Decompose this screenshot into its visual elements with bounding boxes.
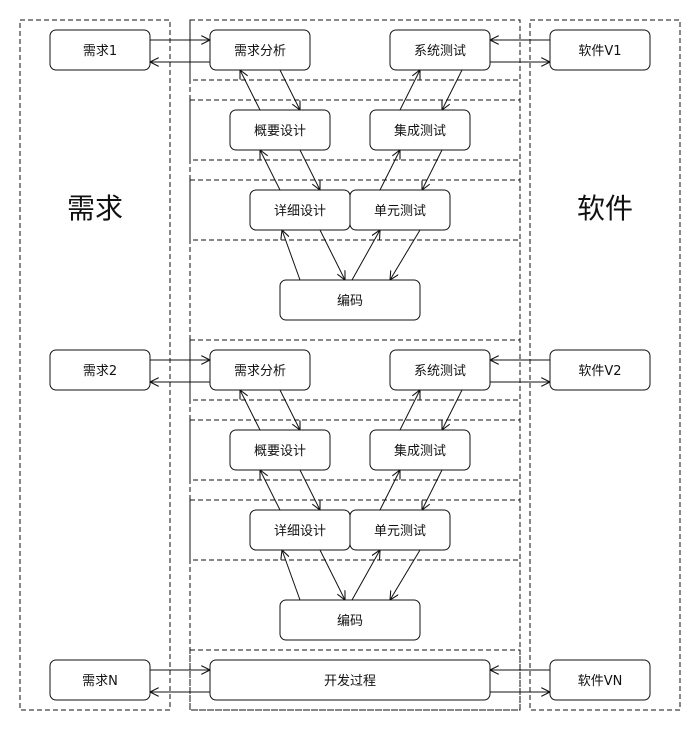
arrow-integration2-to-system2 — [399, 390, 420, 431]
band-2-middle — [189, 419, 521, 481]
svg-text:软件V1: 软件V1 — [578, 44, 621, 59]
node-overview-design-1[interactable]: 概要设计 — [229, 109, 331, 151]
band-3-top — [189, 179, 521, 241]
arrow-analysis-to-overview — [279, 69, 300, 110]
svg-text:软件VN: 软件VN — [578, 674, 623, 689]
arrow-overview-to-analysis — [240, 70, 261, 111]
node-software-vn[interactable]: 软件VN — [549, 659, 651, 701]
svg-text:编码: 编码 — [337, 294, 363, 309]
arrow-system-to-integration — [442, 69, 463, 110]
arrow-unit-to-coding — [390, 229, 421, 280]
arrow-overview2-to-detail2 — [299, 469, 320, 510]
svg-text:详细设计: 详细设计 — [274, 204, 326, 219]
svg-text:需求1: 需求1 — [83, 44, 117, 59]
arrow-detail-to-overview — [260, 150, 281, 191]
svg-text:概要设计: 概要设计 — [254, 444, 306, 459]
node-detail-design-1[interactable]: 详细设计 — [249, 189, 351, 231]
arrow-coding-to-detail — [282, 230, 301, 281]
requirements-title: 需求 — [67, 192, 123, 225]
svg-text:需求2: 需求2 — [83, 364, 117, 379]
band-2-top — [189, 99, 521, 161]
node-unit-test-2[interactable]: 单元测试 — [349, 509, 451, 551]
band-1-middle — [189, 339, 521, 401]
software-column — [529, 19, 681, 711]
node-req-1[interactable]: 需求1 — [49, 29, 151, 71]
arrow-coding2-to-unit2 — [351, 550, 380, 601]
svg-text:概要设计: 概要设计 — [254, 124, 306, 139]
arrow-system2-to-integration2 — [442, 389, 463, 430]
arrow-detail-to-coding — [319, 229, 345, 280]
node-coding-2[interactable]: 编码 — [279, 599, 421, 641]
arrow-detail2-to-overview2 — [260, 470, 281, 511]
arrow-analysis2-to-overview2 — [279, 389, 300, 430]
node-system-test-1[interactable]: 系统测试 — [389, 29, 491, 71]
arrow-coding-to-unit — [351, 230, 380, 281]
arrow-integration-to-system — [399, 70, 420, 111]
svg-text:开发过程: 开发过程 — [324, 673, 376, 689]
arrow-coding2-to-detail2 — [282, 550, 301, 601]
svg-text:需求分析: 需求分析 — [234, 44, 286, 59]
band-1-top — [189, 19, 521, 81]
node-software-v1[interactable]: 软件V1 — [549, 29, 651, 71]
arrow-integration-to-unit — [422, 149, 443, 190]
svg-text:系统测试: 系统测试 — [414, 364, 466, 379]
svg-text:需求分析: 需求分析 — [234, 364, 286, 379]
svg-text:系统测试: 系统测试 — [414, 44, 466, 59]
node-req-n[interactable]: 需求N — [49, 659, 151, 701]
band-3-middle — [189, 499, 521, 561]
svg-text:编码: 编码 — [337, 614, 363, 629]
node-system-test-2[interactable]: 系统测试 — [389, 349, 491, 391]
node-req-2[interactable]: 需求2 — [49, 349, 151, 391]
arrow-overview-to-detail — [299, 149, 320, 190]
arrow-overview2-to-analysis2 — [240, 390, 261, 431]
band-bottom — [189, 649, 521, 711]
node-software-v2[interactable]: 软件V2 — [549, 349, 651, 391]
node-integration-test-2[interactable]: 集成测试 — [369, 429, 471, 471]
node-coding-1[interactable]: 编码 — [279, 279, 421, 321]
arrow-unit2-to-coding2 — [390, 549, 421, 600]
svg-text:集成测试: 集成测试 — [394, 123, 446, 139]
svg-text:集成测试: 集成测试 — [394, 443, 446, 459]
arrow-unit-to-integration — [379, 150, 400, 191]
node-integration-test-1[interactable]: 集成测试 — [369, 109, 471, 151]
svg-text:单元测试: 单元测试 — [374, 204, 426, 219]
arrow-unit2-to-integration2 — [379, 470, 400, 511]
svg-text:详细设计: 详细设计 — [274, 524, 326, 539]
svg-text:单元测试: 单元测试 — [374, 524, 426, 539]
software-title: 软件 — [577, 192, 633, 225]
node-unit-test-1[interactable]: 单元测试 — [349, 189, 451, 231]
node-analysis-1[interactable]: 需求分析 — [209, 29, 311, 71]
node-analysis-2[interactable]: 需求分析 — [209, 349, 311, 391]
arrow-integration2-to-unit2 — [422, 469, 443, 510]
node-overview-design-2[interactable]: 概要设计 — [229, 429, 331, 471]
arrow-detail2-to-coding2 — [319, 549, 345, 600]
requirements-column — [19, 19, 171, 711]
node-dev-process[interactable]: 开发过程 — [209, 659, 491, 701]
svg-text:软件V2: 软件V2 — [578, 364, 621, 379]
svg-text:需求N: 需求N — [82, 674, 118, 689]
node-detail-design-2[interactable]: 详细设计 — [249, 509, 351, 551]
